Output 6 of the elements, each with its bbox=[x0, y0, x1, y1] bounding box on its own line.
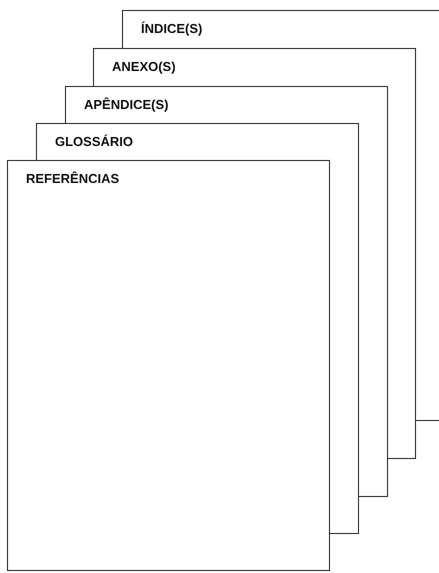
page-sheet bbox=[7, 160, 330, 571]
page-title: GLOSSÁRIO bbox=[55, 134, 134, 149]
page-title: ÍNDICE(S) bbox=[141, 21, 202, 36]
page-title: APÊNDICE(S) bbox=[84, 97, 169, 112]
page-title: REFERÊNCIAS bbox=[26, 171, 120, 186]
page-title: ANEXO(S) bbox=[112, 59, 176, 74]
